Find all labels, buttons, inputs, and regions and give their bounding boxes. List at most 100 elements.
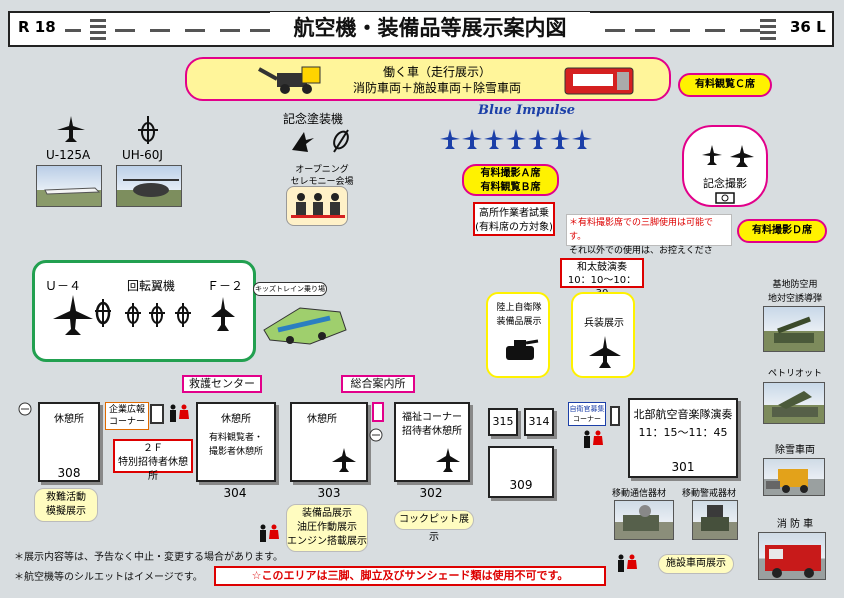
photo-spot-jets-icon: [702, 145, 754, 167]
hangar-301-label: 北部航空音楽隊演奏: [633, 408, 733, 421]
missile-launcher-icon: [774, 316, 814, 343]
vip-rest-area: ２Ｆ 特別招待者休憩所: [113, 439, 193, 482]
footnote-2: ＊航空機等のシルエットはイメージです。: [14, 572, 203, 583]
photo-spot-label: 記念撮影: [703, 177, 747, 190]
f2-label: Ｆ－２: [207, 279, 244, 293]
uh60j-photo: [116, 165, 182, 207]
kids-train-icon: [263, 307, 347, 345]
rescue-demo-line2: 模擬展示: [46, 506, 86, 517]
gsdf-line1: 陸上自衛隊: [496, 303, 542, 313]
hangar-304-label: 休憩所: [221, 414, 251, 425]
jet-silhouette-icon: [57, 116, 85, 142]
f2-silhouette-icon: [211, 297, 235, 331]
hangar-301-number: 301: [671, 460, 695, 474]
commemorative-paint-label: 記念塗装機: [283, 112, 344, 126]
sdf-recruit-line2: コーナー: [573, 415, 601, 423]
base-defense-label2: 地対空誘導弾: [767, 294, 822, 304]
restroom-icon-302: [584, 430, 603, 448]
gsdf-display: 陸上自衛隊 装備品展示: [486, 292, 550, 378]
pr-corner: 企業広報 コーナー: [105, 402, 149, 430]
base-defense-photo: [763, 306, 825, 352]
tripod-note-line1: ＊有料撮影席での三脚使用は可能です。: [569, 218, 714, 242]
warning-banner: ☆このエリアは三脚、脚立及びサンシェード類は使用不可です。: [214, 566, 606, 586]
hangar-315: 315: [488, 408, 518, 436]
paid-seats-a-label: 有料撮影Ａ席: [480, 168, 541, 179]
hangar-303-number: 303: [317, 486, 341, 500]
jet-photo-icon: [44, 187, 101, 195]
blue-impulse-icon: [440, 129, 592, 149]
helicopter-silhouette-icon: [138, 116, 158, 144]
pr-corner-line2: コーナー: [108, 417, 145, 427]
sdf-recruit-corner: 自衛官募集 コーナー: [568, 402, 606, 426]
equipment-display-line1: 装備品展示: [302, 508, 352, 519]
equipment-display-line2: 油圧作動展示: [297, 522, 357, 533]
equipment-display-line3: エンジン搭載展示: [287, 536, 367, 547]
weapons-jet-icon: [589, 336, 621, 368]
paid-seats-c: 有料観覧Ｃ席: [678, 73, 772, 97]
fire-truck-icon: [564, 67, 634, 95]
restroom-icon-301: [618, 554, 637, 572]
hangar-302-jet-icon: [436, 448, 460, 472]
mobile-radar-label: 移動警戒器材: [682, 489, 737, 499]
hangar-304-label3: 撮影者休憩所: [208, 447, 263, 457]
equipment-display: 装備品展示 油圧作動展示 エンジン搭載展示: [286, 504, 368, 552]
working-vehicles-subtitle: 消防車両＋施設車両＋除雪車両: [352, 81, 521, 95]
info-kiosk: [372, 402, 384, 422]
kiosk-308: [150, 404, 164, 424]
painted-helicopter-icon: [333, 129, 349, 153]
painted-jet-icon: [292, 132, 314, 152]
vip-rest-line1: ２Ｆ: [143, 443, 163, 454]
rescue-center-label: 救護センター: [182, 375, 262, 393]
ceremony-people-icon: [291, 193, 345, 218]
helicopter-photo-icon: [123, 179, 179, 197]
restroom-icon: [170, 404, 189, 422]
working-vehicles-title: 働く車（走行展示）: [382, 65, 491, 79]
photo-spot: 記念撮影: [682, 125, 768, 207]
restroom-marker-icon: [18, 402, 32, 416]
ceremony-line2: セレモニー会場: [290, 177, 354, 187]
high-place-line2: (有料席の方対象): [475, 222, 553, 233]
info-center-label: 総合案内所: [341, 375, 415, 393]
footnote-1: ＊展示内容等は、予告なく中止・変更する場合があります。: [14, 552, 283, 563]
fire-truck-photo: [758, 532, 826, 580]
runway-right-number: 36 L: [790, 18, 826, 36]
excavator-icon: [258, 66, 321, 94]
patriot-photo: [763, 382, 825, 424]
high-place-ride: 高所作業者試乗 (有料席の方対象): [473, 202, 555, 236]
hangar-301: 北部航空音楽隊演奏 11：15～11：45 301: [628, 398, 738, 478]
hangar-304: 休憩所 有料観覧者・ 撮影者休憩所: [196, 402, 276, 482]
paid-seats-ab: 有料撮影Ａ席 有料観覧Ｂ席: [462, 164, 559, 196]
gsdf-line2: 装備品展示: [496, 317, 542, 327]
runway-markings: [65, 19, 776, 40]
kiosk-301: [610, 406, 620, 426]
taiko-title: 和太鼓演奏: [577, 262, 627, 273]
hangar-304-label2: 有料観覧者・: [208, 433, 263, 443]
tripod-note: ＊有料撮影席での三脚使用は可能です。 それ以外での使用は、お控えください。: [566, 214, 732, 270]
hangar-302-label: 福祉コーナー: [402, 412, 462, 423]
aircraft-label-uh60j: UH-60J: [122, 148, 163, 162]
snowplow-icon: [766, 469, 808, 493]
hangar-302-label2: 招待者休憩所: [402, 426, 462, 437]
u125a-photo: [36, 165, 102, 207]
snow-vehicle-label: 除雪車両: [775, 445, 815, 456]
hangar-302: 福祉コーナー 招待者休憩所: [394, 402, 470, 482]
rescue-demo-line1: 救難活動: [46, 492, 86, 503]
hangar-304-number: 304: [223, 486, 247, 500]
runway-left-number: R 18: [18, 18, 56, 36]
hangar-314: 314: [524, 408, 554, 436]
hangar-301-time: 11：15～11：45: [638, 426, 728, 439]
patriot-launcher-icon: [772, 391, 818, 417]
rescue-demo: 救難活動 模擬展示: [34, 488, 98, 522]
hangar-308-number: 308: [57, 466, 81, 480]
tank-icon: [506, 339, 539, 360]
facility-vehicles: 施設車両展示: [658, 554, 734, 574]
hangar-308: 休憩所 308: [38, 402, 100, 482]
mobile-radar-photo: [692, 500, 738, 540]
u4-label: Ｕ－４: [45, 279, 82, 293]
ceremony-line1: オープニング: [295, 165, 349, 175]
hangar-309: 309: [488, 446, 554, 498]
pr-corner-line1: 企業広報: [108, 405, 145, 415]
rotary-label: 回転翼機: [127, 279, 176, 293]
hangar-303: 休憩所: [290, 402, 368, 482]
